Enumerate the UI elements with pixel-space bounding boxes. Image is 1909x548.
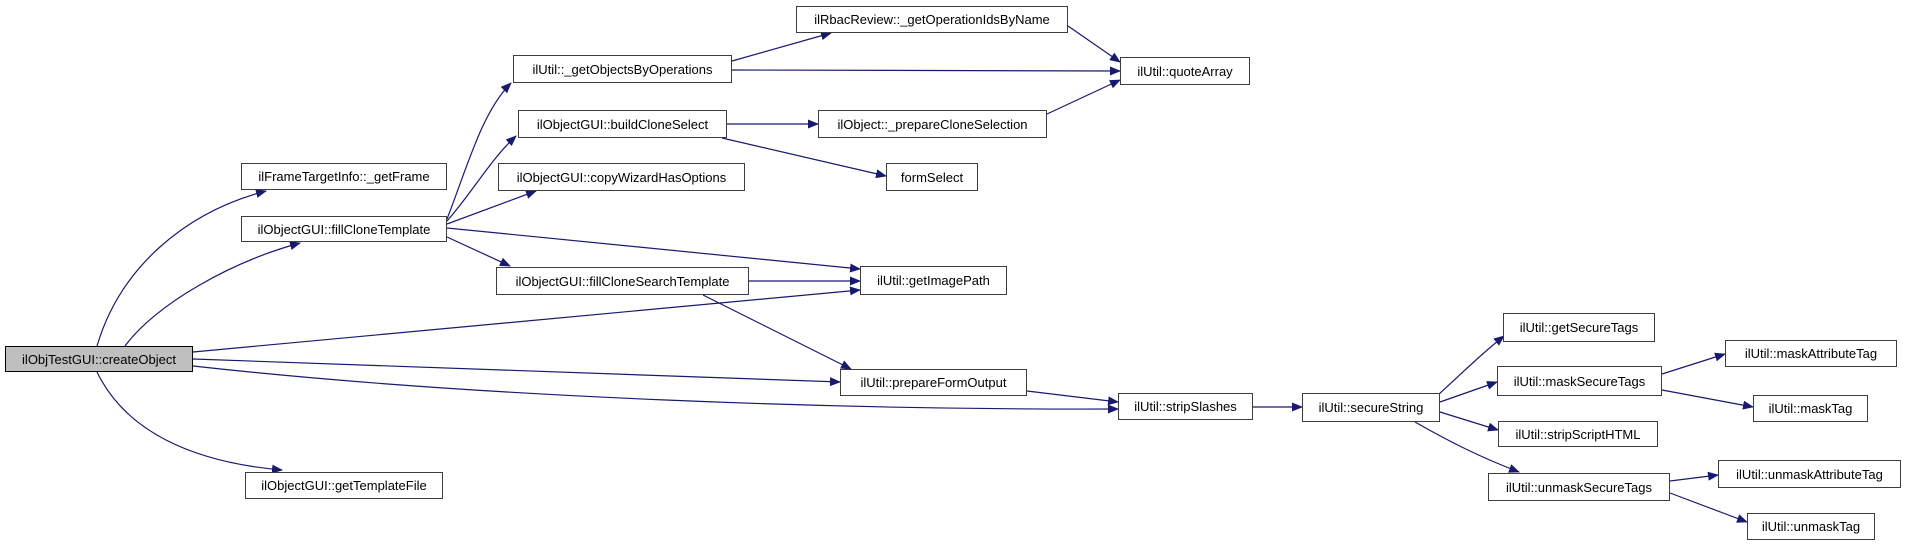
node-fillCloneTemplate[interactable]: ilObjectGUI::fillCloneTemplate [241,216,447,242]
edge-createObject-to-getFrame [96,189,267,347]
edge-unmaskSecureTags-to-unmaskAttributeTag [1669,471,1719,482]
node-getTemplateFile[interactable]: ilObjectGUI::getTemplateFile [245,472,443,499]
node-buildCloneSelect[interactable]: ilObjectGUI::buildCloneSelect [518,110,727,138]
edge-buildCloneSelect-to-formSelect [721,137,887,179]
node-maskSecureTags[interactable]: ilUtil::maskSecureTags [1497,366,1662,396]
edge-fillCloneTemplate-to-copyWizardHasOptions [446,190,537,225]
edge-getObjectsByOperations-to-quoteArray [731,66,1121,76]
node-maskAttributeTag[interactable]: ilUtil::maskAttributeTag [1725,340,1897,367]
node-formSelect[interactable]: formSelect [886,163,978,191]
edge-secureString-to-getSecureTags [1437,335,1505,396]
edge-prepareFormOutput-to-stripSlashes [1026,390,1119,406]
node-createObject[interactable]: ilObjTestGUI::createObject [5,346,193,372]
edge-maskSecureTags-to-maskAttributeTag [1661,352,1726,375]
edge-createObject-to-fillCloneTemplate [124,241,301,347]
node-fillCloneSearchTemplate[interactable]: ilObjectGUI::fillCloneSearchTemplate [496,267,749,295]
node-prepareFormOutput[interactable]: ilUtil::prepareFormOutput [840,369,1027,396]
edge-secureString-to-maskSecureTags [1439,381,1498,403]
edge-fillCloneTemplate-to-getImagePath [446,227,861,273]
node-prepareCloneSelection[interactable]: ilObject::_prepareCloneSelection [818,110,1047,138]
node-unmaskAttributeTag[interactable]: ilUtil::unmaskAttributeTag [1718,460,1901,488]
edge-fillCloneTemplate-to-fillCloneSearchTemplate [446,236,511,267]
edge-createObject-to-getImagePath [192,286,861,353]
node-quoteArray[interactable]: ilUtil::quoteArray [1120,57,1250,85]
node-maskTag[interactable]: ilUtil::maskTag [1753,395,1868,422]
node-stripScriptHTML[interactable]: ilUtil::stripScriptHTML [1498,421,1658,447]
node-getFrame[interactable]: ilFrameTargetInfo::_getFrame [241,163,447,190]
edge-createObject-to-stripSlashes [192,365,1119,414]
edge-secureString-to-unmaskSecureTags [1414,421,1520,473]
edge-createObject-to-getTemplateFile [96,371,283,474]
node-unmaskTag[interactable]: ilUtil::unmaskTag [1747,513,1875,540]
edge-getObjectsByOperations-to-getOperationIdsByName [731,31,832,62]
edge-fillCloneTemplate-to-buildCloneSelect [446,135,517,222]
edge-maskSecureTags-to-maskTag [1661,389,1754,410]
node-getOperationIdsByName[interactable]: ilRbacReview::_getOperationIdsByName [796,6,1068,33]
node-secureString[interactable]: ilUtil::secureString [1302,393,1440,422]
edge-secureString-to-stripScriptHTML [1439,411,1499,432]
node-stripSlashes[interactable]: ilUtil::stripSlashes [1118,393,1253,420]
edge-getOperationIdsByName-to-quoteArray [1067,25,1121,63]
edge-prepareCloneSelection-to-quoteArray [1046,79,1121,115]
node-getImagePath[interactable]: ilUtil::getImagePath [860,266,1007,295]
edge-createObject-to-prepareFormOutput [192,358,841,387]
node-getSecureTags[interactable]: ilUtil::getSecureTags [1503,313,1655,342]
node-unmaskSecureTags[interactable]: ilUtil::unmaskSecureTags [1488,473,1670,501]
edge-fillCloneSearchTemplate-to-prepareFormOutput [702,294,852,370]
edge-unmaskSecureTags-to-unmaskTag [1669,492,1748,523]
edge-fillCloneTemplate-to-getObjectsByOperations [446,82,512,220]
node-getObjectsByOperations[interactable]: ilUtil::_getObjectsByOperations [513,55,732,83]
node-copyWizardHasOptions[interactable]: ilObjectGUI::copyWizardHasOptions [498,163,745,191]
